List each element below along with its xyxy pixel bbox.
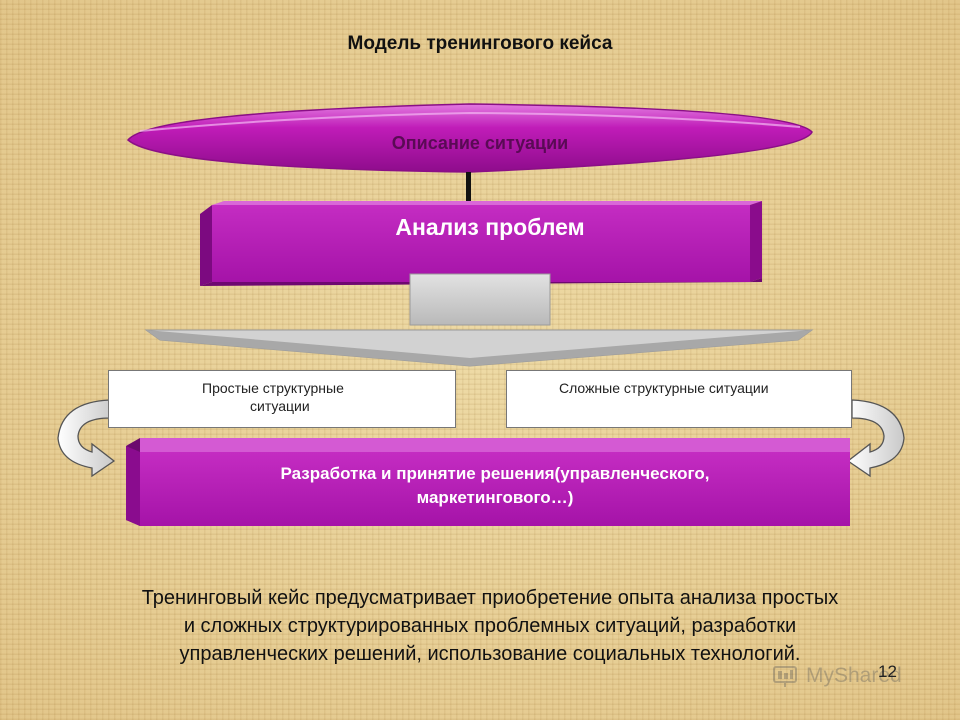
description-line2: и сложных структурированных проблемных с…	[183, 615, 797, 637]
decision-block	[126, 438, 850, 526]
decision-label: Разработка и принятие решения(управленче…	[150, 462, 840, 510]
description-line1: Тренинговый кейс предусматривает приобре…	[141, 587, 839, 609]
simple-situations-line1: Простые структурные	[202, 380, 344, 396]
situation-description-disc	[126, 103, 813, 173]
problem-analysis-block	[200, 201, 762, 286]
left-curved-arrow	[57, 399, 116, 478]
complex-situations-box: Сложные структурные ситуации	[506, 370, 852, 428]
watermark: MyShared	[772, 664, 922, 688]
problem-analysis-label: Анализ проблем	[395, 214, 585, 240]
connector-line	[466, 172, 471, 204]
description-paragraph: Тренинговый кейс предусматривает приобре…	[40, 584, 940, 668]
simple-situations-box: Простые структурные ситуации	[108, 370, 456, 428]
decision-label-line1: Разработка и принятие решения(управленче…	[280, 464, 710, 483]
watermark-logo-icon	[773, 666, 797, 687]
situation-description-label: Описание ситуации	[391, 133, 569, 153]
simple-situations-line2: ситуации	[250, 398, 310, 414]
page-title: Модель тренингового кейса	[347, 33, 613, 54]
decision-label-line2: маркетингового…)	[416, 488, 574, 507]
page-number: 12	[878, 662, 897, 681]
right-curved-arrow	[846, 399, 905, 478]
gray-down-arrow	[144, 273, 814, 367]
watermark-text: MyShared	[806, 664, 902, 687]
complex-situations-label: Сложные структурные ситуации	[559, 380, 769, 396]
description-line3: управленческих решений, использование со…	[179, 643, 801, 665]
